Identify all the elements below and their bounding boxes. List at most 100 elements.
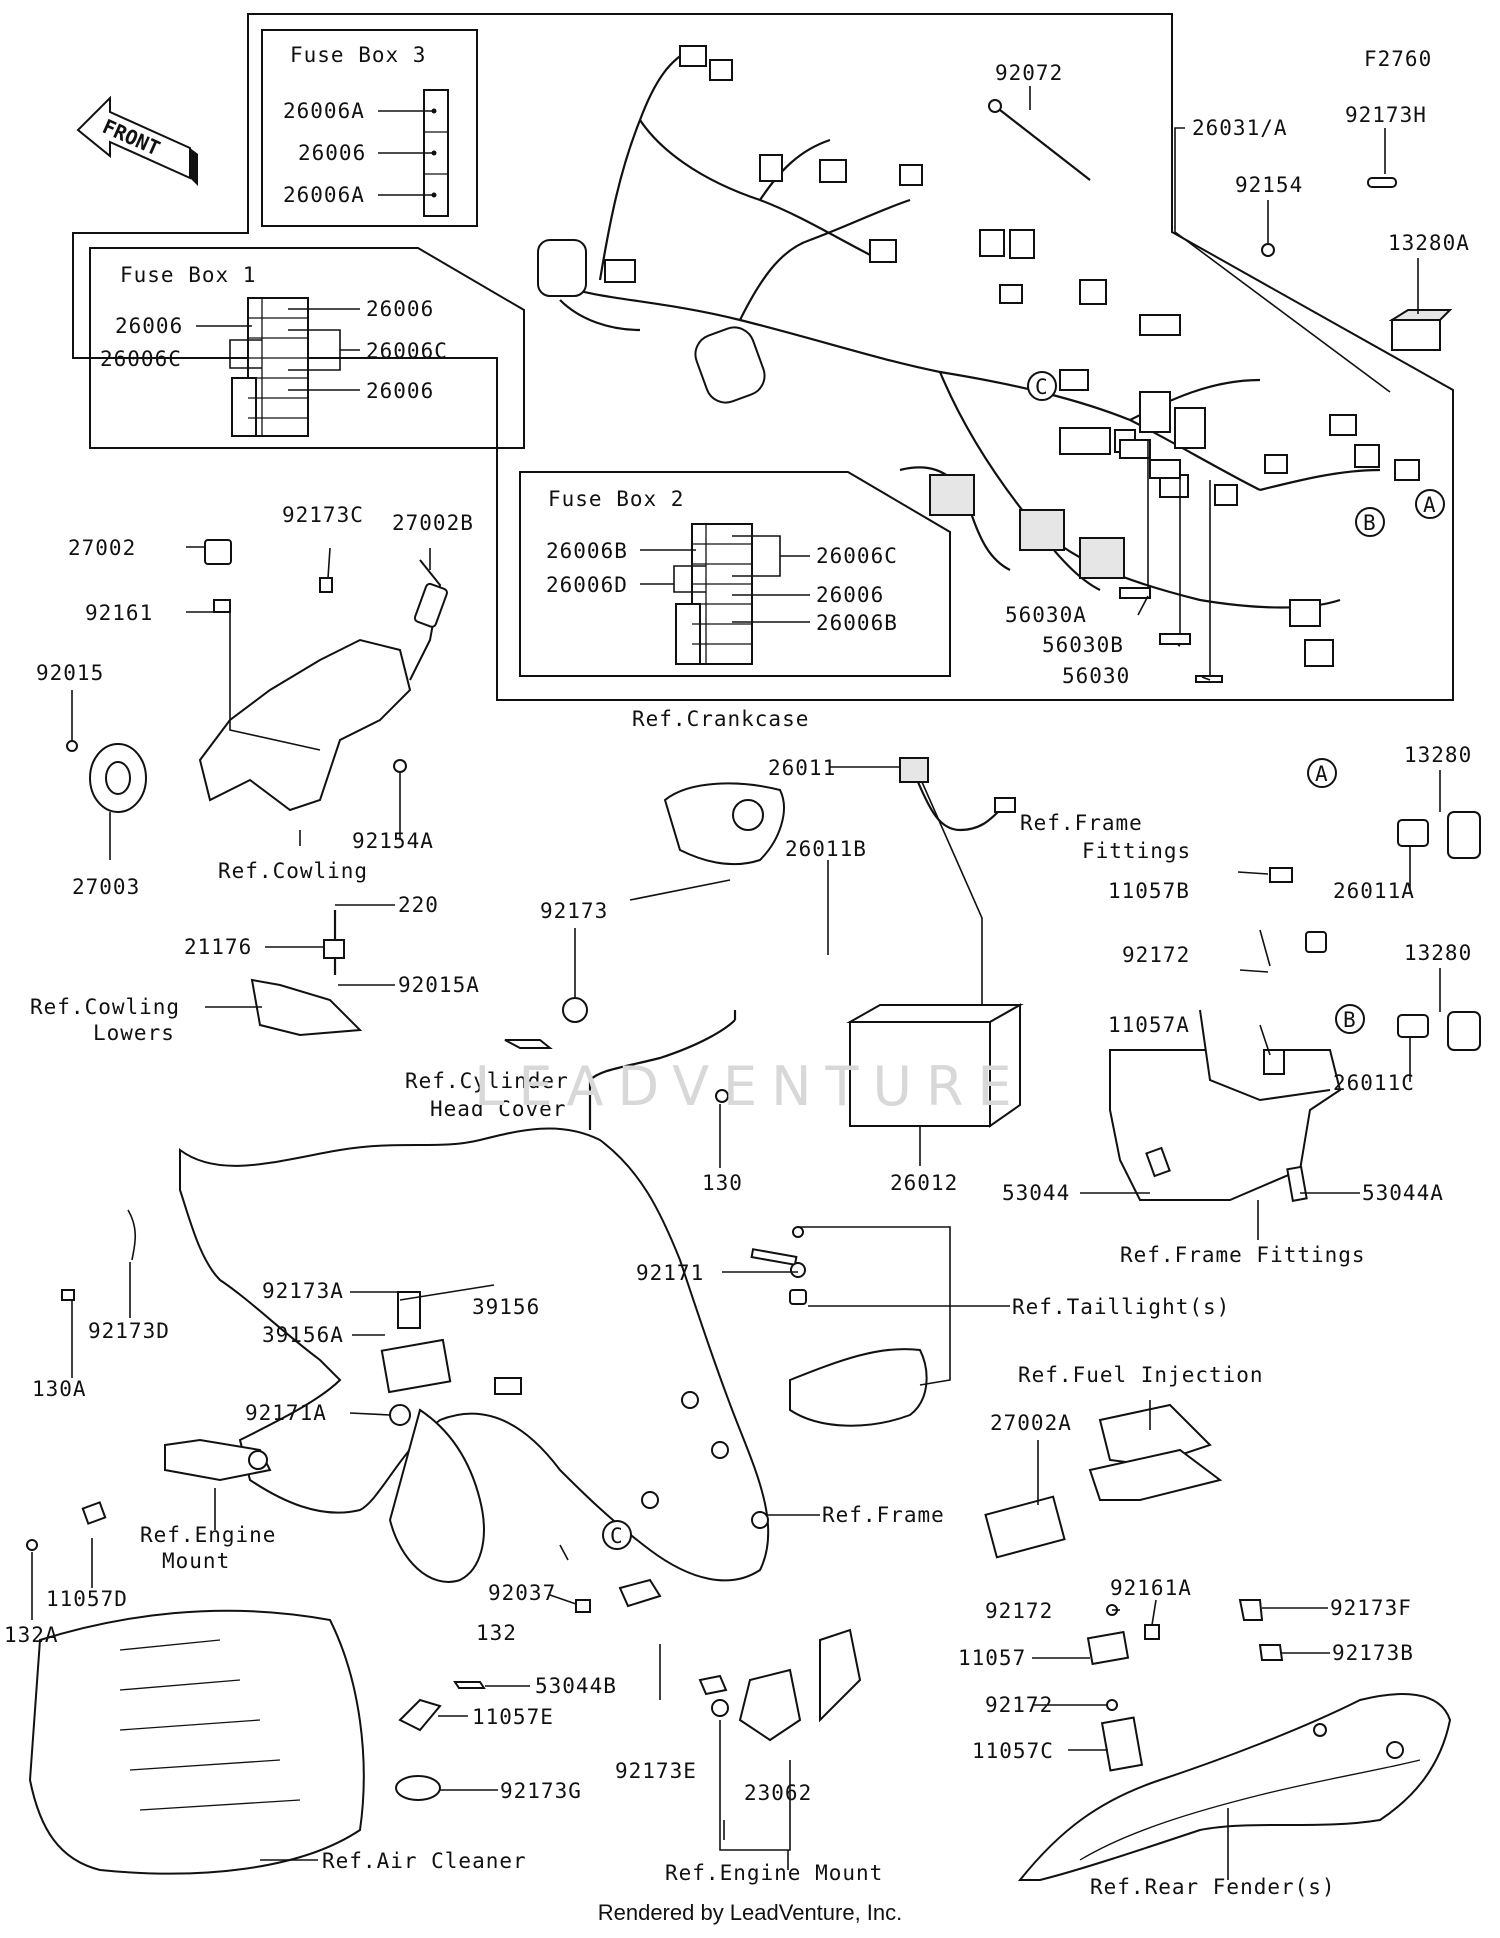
label-92015: 92015 bbox=[36, 661, 104, 685]
label-21176: 21176 bbox=[184, 935, 252, 959]
label-56030b: 56030B bbox=[1042, 633, 1124, 657]
fuse-box-1-title: Fuse Box 1 bbox=[120, 263, 256, 287]
label-ref-cylinder-head-2: Head Cover bbox=[430, 1097, 566, 1121]
callout-b-top: B bbox=[1363, 511, 1377, 535]
label-92173f: 92173F bbox=[1330, 1596, 1412, 1620]
cable-tie-and-clips bbox=[988, 99, 1453, 351]
battery-and-cables bbox=[504, 757, 1024, 1130]
label-220: 220 bbox=[398, 893, 439, 917]
label-ref-frame-fittings: Ref.Frame bbox=[1020, 811, 1143, 835]
label-92072: 92072 bbox=[995, 61, 1063, 85]
label-11057a: 11057A bbox=[1108, 1013, 1190, 1037]
label-27002a: 27002A bbox=[990, 1411, 1072, 1435]
label-92154: 92154 bbox=[1235, 173, 1303, 197]
leader-lines bbox=[31, 86, 1441, 1880]
label-92172-lower-1: 92172 bbox=[985, 1599, 1053, 1623]
label-92173c: 92173C bbox=[282, 503, 364, 527]
label-132: 132 bbox=[476, 1621, 517, 1645]
ecu-and-rear-fender bbox=[984, 1403, 1452, 1881]
fuse-box-3-label-1: 26006A bbox=[283, 99, 365, 123]
fuse-box-1-panel: Fuse Box 1 26006 26006 26006C 26006C 260… bbox=[89, 247, 525, 449]
label-92161a: 92161A bbox=[1110, 1576, 1192, 1600]
label-ref-taillight: Ref.Taillight(s) bbox=[1012, 1295, 1230, 1319]
label-11057b: 11057B bbox=[1108, 879, 1190, 903]
callout-a-top: A bbox=[1423, 493, 1437, 517]
label-92171: 92171 bbox=[636, 1261, 704, 1285]
fuse-box-3-label-2: 26006 bbox=[298, 141, 366, 165]
main-wiring-harness bbox=[537, 45, 1420, 683]
label-13280a: 13280A bbox=[1388, 231, 1470, 255]
label-26011c: 26011C bbox=[1333, 1071, 1415, 1095]
label-92037: 92037 bbox=[488, 1581, 556, 1605]
label-53044b: 53044B bbox=[535, 1674, 617, 1698]
fuse-box-2-panel: Fuse Box 2 26006B 26006D 26006C 26006 26… bbox=[519, 471, 951, 677]
fuse-box-2-label-4: 26006 bbox=[816, 583, 884, 607]
label-92173g: 92173G bbox=[500, 1779, 582, 1803]
label-92172-mid: 92172 bbox=[1122, 943, 1190, 967]
label-ref-frame: Ref.Frame bbox=[822, 1503, 945, 1527]
label-ref-air-cleaner: Ref.Air Cleaner bbox=[322, 1849, 527, 1873]
fuse-box-3-panel: Fuse Box 3 26006A 26006 26006A bbox=[261, 29, 478, 227]
label-53044: 53044 bbox=[1002, 1181, 1070, 1205]
taillight-parts bbox=[750, 1226, 928, 1427]
label-39156a: 39156A bbox=[262, 1323, 344, 1347]
fuse-box-3-label-3: 26006A bbox=[283, 183, 365, 207]
label-ref-cowling-lowers-2: Lowers bbox=[93, 1021, 175, 1045]
label-130: 130 bbox=[702, 1171, 743, 1195]
label-ref-engine-mount-left: Ref.Engine bbox=[140, 1523, 276, 1547]
label-ref-crankcase: Ref.Crankcase bbox=[632, 707, 809, 731]
label-27002: 27002 bbox=[68, 536, 136, 560]
callout-markers: C A B A B C bbox=[602, 371, 1445, 1550]
label-ref-cylinder-head: Ref.Cylinder bbox=[405, 1069, 569, 1093]
label-13280-upper: 13280 bbox=[1404, 743, 1472, 767]
callout-a-right: A bbox=[1315, 762, 1329, 786]
battery-tray bbox=[1109, 811, 1481, 1202]
label-92172-lower-2: 92172 bbox=[985, 1693, 1053, 1717]
label-11057e: 11057E bbox=[472, 1705, 554, 1729]
label-92173: 92173 bbox=[540, 899, 608, 923]
label-27002b: 27002B bbox=[392, 511, 474, 535]
label-39156: 39156 bbox=[472, 1295, 540, 1319]
label-53044a: 53044A bbox=[1362, 1181, 1444, 1205]
label-92161: 92161 bbox=[85, 601, 153, 625]
fuse-box-2-title: Fuse Box 2 bbox=[548, 487, 684, 511]
label-92173a: 92173A bbox=[262, 1279, 344, 1303]
label-11057d: 11057D bbox=[46, 1587, 128, 1611]
label-92015a: 92015A bbox=[398, 973, 480, 997]
fuse-box-2-label-5: 26006B bbox=[816, 611, 898, 635]
label-26011b: 26011B bbox=[785, 837, 867, 861]
frame-and-lower-parts bbox=[26, 1127, 862, 1875]
fuse-box-1-label-2: 26006 bbox=[115, 314, 183, 338]
callout-b-right: B bbox=[1343, 1008, 1357, 1032]
label-56030a: 56030A bbox=[1005, 603, 1087, 627]
diagram-code: F2760 bbox=[1364, 47, 1432, 71]
label-ref-frame-fittings-bottom: Ref.Frame Fittings bbox=[1120, 1243, 1366, 1267]
part-labels: 92072 26031/A 92173H 92154 13280A 56030A… bbox=[4, 61, 1472, 1899]
harness-group-outline bbox=[72, 13, 1454, 701]
callout-c-bottom: C bbox=[610, 1524, 624, 1548]
label-26012: 26012 bbox=[890, 1171, 958, 1195]
fuse-box-1-label-3: 26006C bbox=[100, 347, 182, 371]
fuse-box-1-label-4: 26006C bbox=[366, 339, 448, 363]
label-13280-lower: 13280 bbox=[1404, 941, 1472, 965]
label-92173d: 92173D bbox=[88, 1319, 170, 1343]
label-132a: 132A bbox=[4, 1623, 59, 1647]
fuse-box-1-label-5: 26006 bbox=[366, 379, 434, 403]
label-ref-engine-mount-left-2: Mount bbox=[162, 1549, 230, 1573]
label-130a: 130A bbox=[32, 1377, 87, 1401]
watermark-text: LEADVENTURE bbox=[474, 1055, 1026, 1118]
label-92171a: 92171A bbox=[245, 1401, 327, 1425]
fuse-box-1-label-1: 26006 bbox=[366, 297, 434, 321]
label-26011a: 26011A bbox=[1333, 879, 1415, 903]
cowling-lowers-parts bbox=[250, 910, 363, 1037]
callout-c-top: C bbox=[1035, 375, 1049, 399]
fuse-box-2-label-3: 26006C bbox=[816, 544, 898, 568]
label-ref-cowling-lowers: Ref.Cowling bbox=[30, 995, 180, 1019]
label-ref-frame-fittings-2: Fittings bbox=[1082, 839, 1191, 863]
front-direction-arrow: FRONT bbox=[76, 95, 198, 186]
label-26011: 26011 bbox=[768, 756, 836, 780]
label-ref-cowling: Ref.Cowling bbox=[218, 859, 368, 883]
label-26031a: 26031/A bbox=[1192, 116, 1288, 140]
